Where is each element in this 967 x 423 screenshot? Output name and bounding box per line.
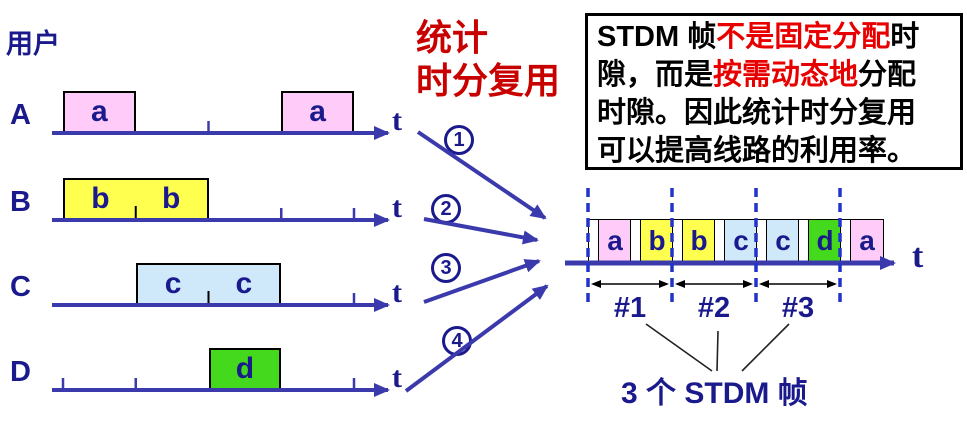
- slot-label: b: [161, 182, 181, 215]
- slot-label: c: [164, 267, 182, 300]
- stdm-slot-cell: b: [682, 219, 716, 263]
- users-heading: 用户: [6, 29, 60, 59]
- time-slot-box: a: [63, 91, 136, 133]
- time-slot-box: a: [281, 91, 354, 133]
- stdm-note-box: STDM 帧不是固定分配时隙，而是按需动态地分配时隙。因此统计时分复用可以提高线…: [585, 13, 963, 170]
- slot-label: a: [91, 95, 108, 128]
- stdm-slot-cell: a: [850, 219, 884, 263]
- note-line: STDM 帧不是固定分配时: [597, 18, 956, 56]
- stdm-slot-cell: a: [598, 219, 632, 263]
- user-label-a: A: [10, 99, 31, 131]
- step-number-circle-3: 3: [431, 253, 461, 283]
- stdm-slot-cell: c: [724, 219, 758, 263]
- note-text: 隙，而是: [597, 59, 714, 91]
- mux-title: 统计 时分复用: [416, 16, 560, 102]
- note-text: 时隙。因此统计时分复用: [597, 97, 917, 129]
- step-number-circle-4: 4: [442, 326, 472, 356]
- user-label-d: D: [10, 356, 31, 388]
- note-line: 隙，而是按需动态地分配: [597, 56, 956, 94]
- mux-title-line1: 统计: [416, 17, 489, 58]
- frame-pointer-lines: [645, 323, 790, 372]
- note-text: STDM 帧: [597, 21, 717, 53]
- mux-arrow-4: [404, 284, 549, 393]
- slot-label: b: [91, 182, 110, 215]
- slot-label: a: [309, 95, 326, 128]
- axis-t-label: t: [392, 104, 402, 137]
- user-label-c: C: [10, 271, 31, 303]
- frame-number-label: #2: [697, 292, 731, 324]
- axis-t-label: t: [392, 191, 402, 224]
- slot-label: d: [235, 352, 255, 385]
- axis-t-label: t: [392, 361, 402, 394]
- note-text: 时: [890, 21, 920, 53]
- frame-number-label: #3: [781, 292, 815, 324]
- user-label-b: B: [10, 186, 31, 218]
- mux-title-line2: 时分复用: [416, 60, 561, 101]
- stdm-axis-t-label: t: [912, 238, 924, 275]
- note-line: 时隙。因此统计时分复用: [597, 94, 956, 132]
- time-slot-box: d: [208, 348, 282, 390]
- mux-arrows: [404, 130, 549, 393]
- note-line: 可以提高线路的利用率。: [597, 132, 956, 167]
- stdm-slot-cell: b: [640, 219, 674, 263]
- note-text-emphasis: 不是固定分配: [716, 21, 891, 53]
- frame-number-label: #1: [613, 292, 647, 324]
- note-text: 可以提高线路的利用率。: [597, 135, 917, 167]
- stdm-slot-cell: c: [766, 219, 800, 263]
- note-text: 分配: [858, 59, 917, 91]
- frame-span-arrows: [591, 280, 837, 288]
- step-number-circle-1: 1: [444, 125, 474, 155]
- step-number-circle-2: 2: [431, 194, 461, 224]
- stdm-slot-cell: d: [808, 219, 842, 263]
- axis-t-label: t: [392, 276, 402, 309]
- stdm-frames-caption: 3 个 STDM 帧: [621, 377, 808, 410]
- note-text-emphasis: 按需动态地: [713, 59, 859, 91]
- slot-label: c: [235, 267, 253, 300]
